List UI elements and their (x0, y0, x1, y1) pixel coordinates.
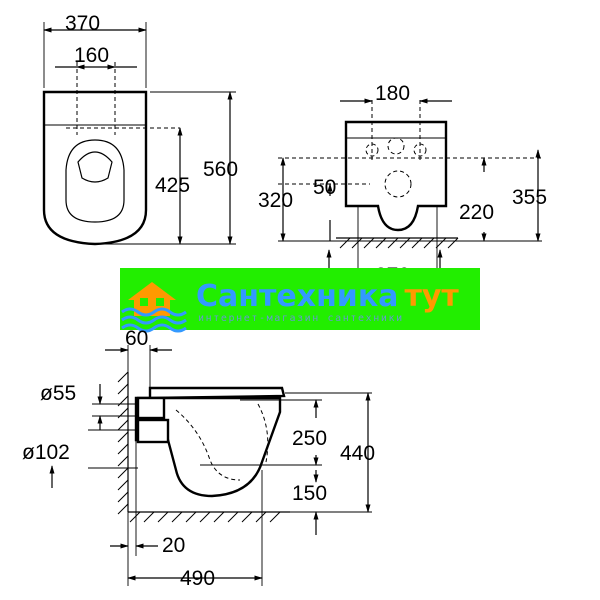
front-view-body (344, 120, 448, 232)
side-view-outlet (136, 418, 170, 444)
side-view-inlet (136, 396, 166, 420)
side-view-trap (175, 409, 241, 481)
dim-inlet-diameter: ø55 (40, 382, 76, 405)
dim-height-upper: 320 (258, 189, 293, 212)
top-view: 370 160 560 425 (42, 12, 238, 246)
front-view-outlet (384, 170, 412, 198)
watermark-background (120, 268, 480, 330)
dim-width-total: 370 (65, 12, 100, 35)
dim-top-offset: 60 (125, 327, 148, 350)
front-view-inlet (387, 137, 405, 155)
dim-length-mount: 425 (155, 174, 190, 197)
dim-total-height: 440 (340, 442, 375, 465)
top-view-inner-bowl (65, 139, 125, 223)
top-view-bowl (42, 90, 148, 246)
dim-height-total: 355 (512, 186, 547, 209)
dim-height-outlet: 220 (459, 201, 494, 224)
dim-pipe-offset: 50 (313, 176, 336, 199)
dim-outlet-height: 250 (292, 427, 327, 450)
front-view-floor-hatch (339, 237, 459, 249)
dim-floor-gap: 150 (292, 482, 327, 505)
dim-length-total: 560 (203, 158, 238, 181)
dim-wall-gap: 20 (162, 534, 185, 557)
side-view-seat (148, 386, 286, 400)
watermark-tagline: интернет-магазин сантехники (198, 313, 404, 324)
dim-depth-total: 490 (180, 567, 215, 590)
dim-width-mount: 160 (74, 44, 109, 67)
dim-mount-spacing: 180 (375, 82, 410, 105)
side-view-floor-hatch (129, 511, 281, 523)
house-waves-logo (121, 282, 187, 333)
side-view-bowl (134, 396, 282, 498)
top-view-drain (77, 151, 113, 183)
dim-outlet-diameter: ø102 (22, 441, 70, 464)
side-view: 60 ø55 ø102 250 440 150 20 (22, 327, 375, 590)
front-view: 180 320 50 220 355 (258, 82, 547, 287)
side-view-wall-hatch (117, 371, 129, 515)
